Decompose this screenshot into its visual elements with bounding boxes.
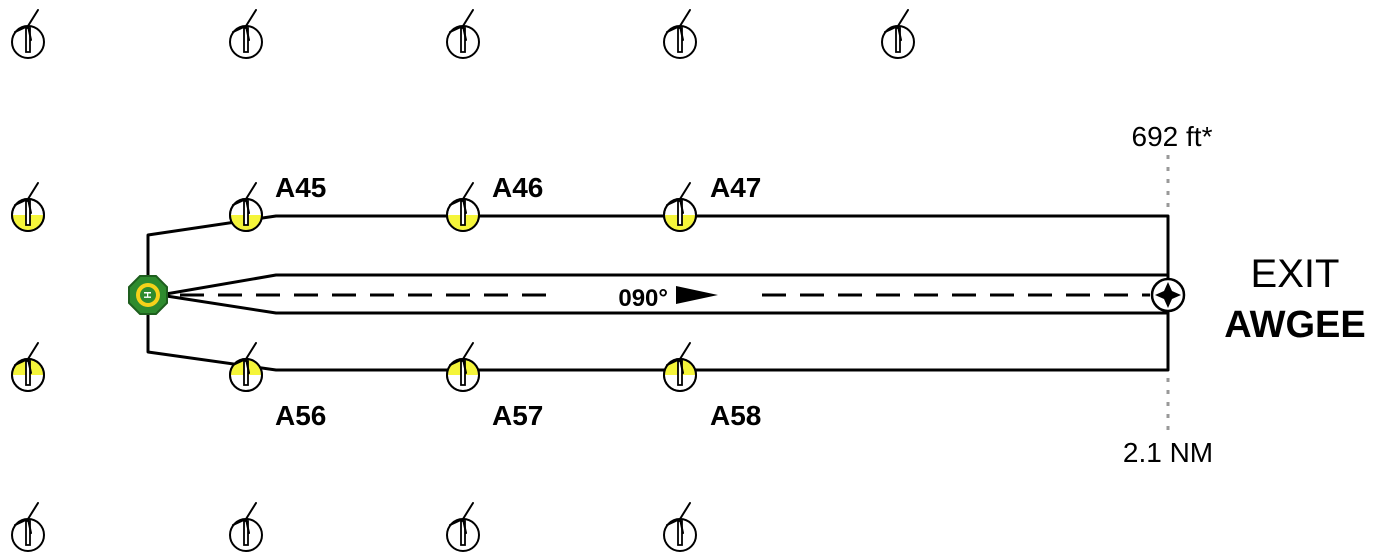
wind-turbine-icon (881, 9, 915, 59)
turbine-label-a58: A58 (710, 400, 761, 431)
distance-annotation: 2.1 NM (1123, 437, 1213, 468)
wind-turbine-icon (11, 342, 45, 392)
corridor-outer-upper (146, 214, 1170, 295)
wind-turbine-icon (663, 502, 697, 552)
corridor-outer-lower (146, 295, 1170, 372)
wind-turbine-icon (446, 502, 480, 552)
wind-turbine-icon (11, 502, 45, 552)
wind-turbine-icon (663, 9, 697, 59)
height-annotation: 692 ft* (1132, 121, 1213, 152)
waypoint-diamond-icon (1150, 277, 1186, 313)
course-label: 090° (618, 285, 668, 312)
wind-turbine-icon (229, 502, 263, 552)
exit-fix-name: AWGEE (1224, 304, 1365, 346)
wind-turbine-icon (11, 9, 45, 59)
wind-turbine-icon (663, 342, 697, 392)
wind-turbine-icon (446, 182, 480, 232)
helipad-icon: H (128, 275, 168, 315)
course-arrow-icon (676, 286, 718, 304)
wind-turbine-icon (663, 182, 697, 232)
wind-turbine-icon (446, 342, 480, 392)
wind-turbine-icon (229, 9, 263, 59)
wind-turbine-icon (229, 182, 263, 232)
turbine-label-a45: A45 (275, 172, 326, 203)
wind-turbine-icon (229, 342, 263, 392)
exit-label: EXIT (1251, 252, 1340, 296)
turbine-label-a47: A47 (710, 172, 761, 203)
turbine-field (11, 9, 915, 552)
turbine-label-a56: A56 (275, 400, 326, 431)
wind-turbine-icon (446, 9, 480, 59)
turbine-label-a46: A46 (492, 172, 543, 203)
turbine-label-a57: A57 (492, 400, 543, 431)
wind-turbine-icon (11, 182, 45, 232)
svg-text:H: H (141, 291, 152, 298)
